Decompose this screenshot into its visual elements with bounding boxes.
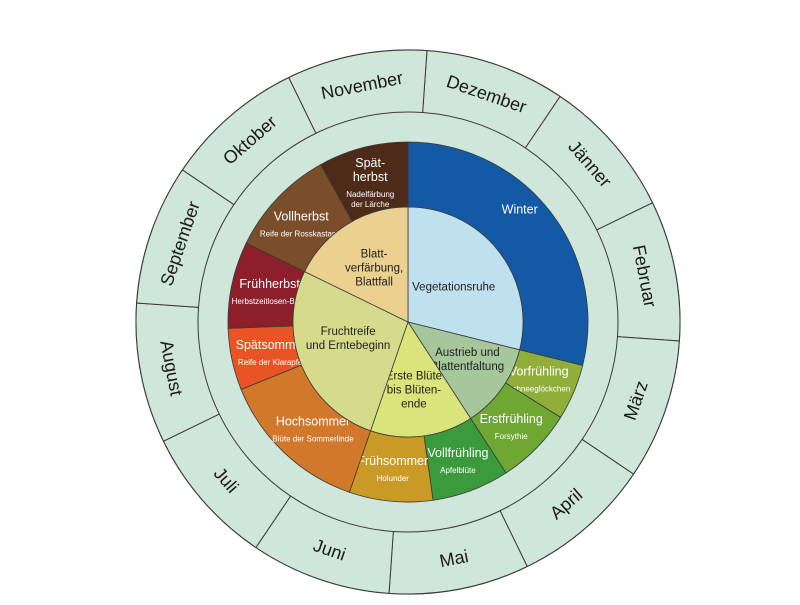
phase-indicator-spaetsommer: Reife der Klarapfel (238, 358, 304, 367)
stage-segment-bluete (370, 321, 472, 438)
stage-segment-fruchtreife (292, 271, 409, 432)
phase-name-fruehherbst: Frühherbst (239, 277, 300, 291)
stage-segment-vegetationsruhe (407, 206, 524, 351)
phase-name-hochsommer: Hochsommer (276, 415, 350, 429)
phase-name-vollfruehling: Vollfrühling (427, 446, 488, 460)
phase-ring: WinterVorfrühlingSchneeglöckchenErstfrüh… (227, 141, 589, 503)
phase-name-vorfruehling: Vorfrühling (509, 364, 569, 378)
phase-name-spaetsommer: Spätsommer (236, 338, 307, 352)
phase-indicator-fruehsommer: Holunder (377, 474, 410, 483)
stage-label-vegetationsruhe: Vegetationsruhe (412, 281, 495, 293)
phase-name-erstfruehling: Erstfrühling (480, 412, 543, 426)
phase-indicator-hochsommer: Blüte der Sommerlinde (272, 435, 354, 444)
phase-name-fruehsommer: Frühsommer (357, 454, 428, 468)
phase-indicator-fruehherbst: Herbstzeitlosen-Blüte (232, 297, 309, 306)
month-ring: DezemberJännerFebruarMärzAprilMaiJuniJul… (135, 49, 681, 595)
month-segment-november (288, 49, 428, 134)
phase-name-winter: Winter (502, 202, 538, 216)
phase-name-vollherbst: Vollherbst (274, 209, 329, 223)
phase-indicator-erstfruehling: Forsythie (495, 432, 528, 441)
phase-name-spaetherbst: Spät-herbst (353, 156, 388, 184)
phase-indicator-vollherbst: Reife der Rosskastanie (260, 229, 343, 238)
phase-indicator-vollfruehling: Apfelblüte (440, 466, 476, 475)
stage-label-blattfall: Blatt-verfärbung,Blattfall (345, 249, 403, 289)
stage-segment-blattfall (304, 206, 409, 323)
phase-indicator-vorfruehling: Schneeglöckchen (507, 384, 570, 393)
stage-segment-austrieb (407, 321, 521, 420)
